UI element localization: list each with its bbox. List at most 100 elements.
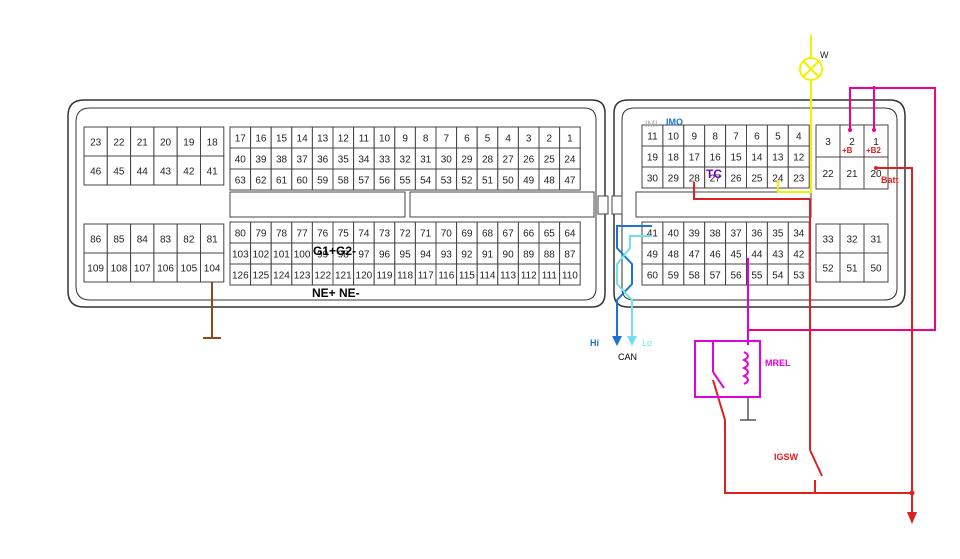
pin-number: 122 [314, 271, 331, 282]
pin-number: 19 [647, 153, 659, 164]
pin-number: 95 [400, 250, 412, 261]
left-connector-inner [75, 107, 597, 301]
pin-number: 104 [204, 264, 221, 275]
pin-number: 85 [113, 235, 125, 246]
pin-number: 55 [751, 271, 763, 282]
pin-number: 55 [400, 176, 412, 187]
pin-number: 12 [338, 134, 350, 145]
pin-number: 24 [564, 155, 576, 166]
label-g1-g2: G1+G2- [313, 244, 356, 258]
pin-number: 34 [358, 155, 370, 166]
pin-number: 22 [113, 138, 125, 149]
pin-number: 46 [90, 167, 102, 178]
pin-number: 41 [207, 167, 219, 178]
pin-number: 72 [400, 229, 412, 240]
pin-number: 76 [317, 229, 329, 240]
pin-number: 9 [691, 132, 697, 143]
pin-number: 45 [730, 250, 742, 261]
pin-number: 62 [255, 176, 267, 187]
label-can: CAN [618, 352, 637, 362]
label-plus-b2: +B2 [866, 146, 881, 155]
pin-number: 14 [751, 153, 763, 164]
pin-number: 43 [160, 167, 172, 178]
pin-number: 75 [338, 229, 350, 240]
pin-number: 112 [521, 271, 537, 282]
label-igsw: IGSW [774, 452, 799, 462]
pin-number: 56 [730, 271, 742, 282]
pin-number: 58 [338, 176, 350, 187]
pin-number: 20 [160, 138, 172, 149]
pin-cell [815, 252, 841, 283]
arrow-can-lo [627, 336, 637, 346]
arrow-batt [907, 512, 917, 524]
pin-number: 11 [647, 132, 658, 143]
pin-number: 51 [846, 264, 858, 275]
right-connector-inner [621, 107, 898, 301]
pin-number: 52 [822, 264, 834, 275]
warning-lamp-icon [799, 57, 823, 81]
pin-number: 66 [523, 229, 535, 240]
pin-number: 51 [482, 176, 494, 187]
pin-number: 57 [710, 271, 722, 282]
junction-plusb2 [872, 128, 876, 132]
pin-cell [815, 124, 841, 158]
pin-number: 5 [485, 134, 491, 145]
pin-number: 8 [712, 132, 718, 143]
label-imi: IMI [645, 119, 658, 129]
pin-number: 15 [730, 153, 742, 164]
pin-number: 74 [358, 229, 370, 240]
pin-number: 1 [873, 137, 879, 148]
pin-number: 65 [544, 229, 556, 240]
pin-number: 18 [207, 138, 219, 149]
pin-number: 44 [137, 167, 149, 178]
pin-number: 29 [461, 155, 473, 166]
pin-number: 60 [647, 271, 659, 282]
pin-number: 8 [423, 134, 429, 145]
pin-number: 14 [297, 134, 309, 145]
pin-number: 124 [273, 271, 290, 282]
pin-number: 46 [710, 250, 722, 261]
pin-number: 45 [113, 167, 125, 178]
pin-number: 83 [160, 235, 172, 246]
pin-number: 3 [526, 134, 532, 145]
label-can-hi: Hi [590, 338, 599, 348]
pin-number: 53 [441, 176, 453, 187]
pin-number: 31 [870, 235, 882, 246]
pin-number: 37 [730, 229, 742, 240]
pin-number: 40 [668, 229, 680, 240]
pin-number: 49 [523, 176, 535, 187]
pin-number: 49 [647, 250, 659, 261]
pin-number: 113 [500, 271, 516, 282]
label-w: W [820, 50, 829, 60]
pin-number: 58 [689, 271, 701, 282]
pin-number: 32 [400, 155, 412, 166]
pin-number: 26 [523, 155, 535, 166]
pin-number: 18 [668, 153, 680, 164]
pin-number: 71 [420, 229, 432, 240]
pin-number: 2 [849, 137, 855, 148]
pin-number: 25 [751, 174, 763, 185]
key-notch-left [597, 195, 609, 215]
pin-number: 16 [255, 134, 267, 145]
main-relay-icon [694, 340, 761, 421]
pin-number: 24 [772, 174, 784, 185]
pin-number: 23 [90, 138, 102, 149]
wire-can-hi [616, 225, 652, 340]
pin-number: 126 [232, 271, 249, 282]
pin-number: 21 [137, 138, 149, 149]
pin-number: 115 [459, 271, 475, 282]
pin-number: 50 [870, 264, 882, 275]
pin-number: 69 [461, 229, 473, 240]
wire-red-pin28 [693, 182, 811, 450]
pin-cell [863, 124, 889, 158]
pin-number: 31 [420, 155, 432, 166]
pin-number: 48 [668, 250, 680, 261]
pin-number: 67 [503, 229, 515, 240]
label-plus-b: +B [842, 146, 853, 155]
pin-number: 82 [183, 235, 195, 246]
